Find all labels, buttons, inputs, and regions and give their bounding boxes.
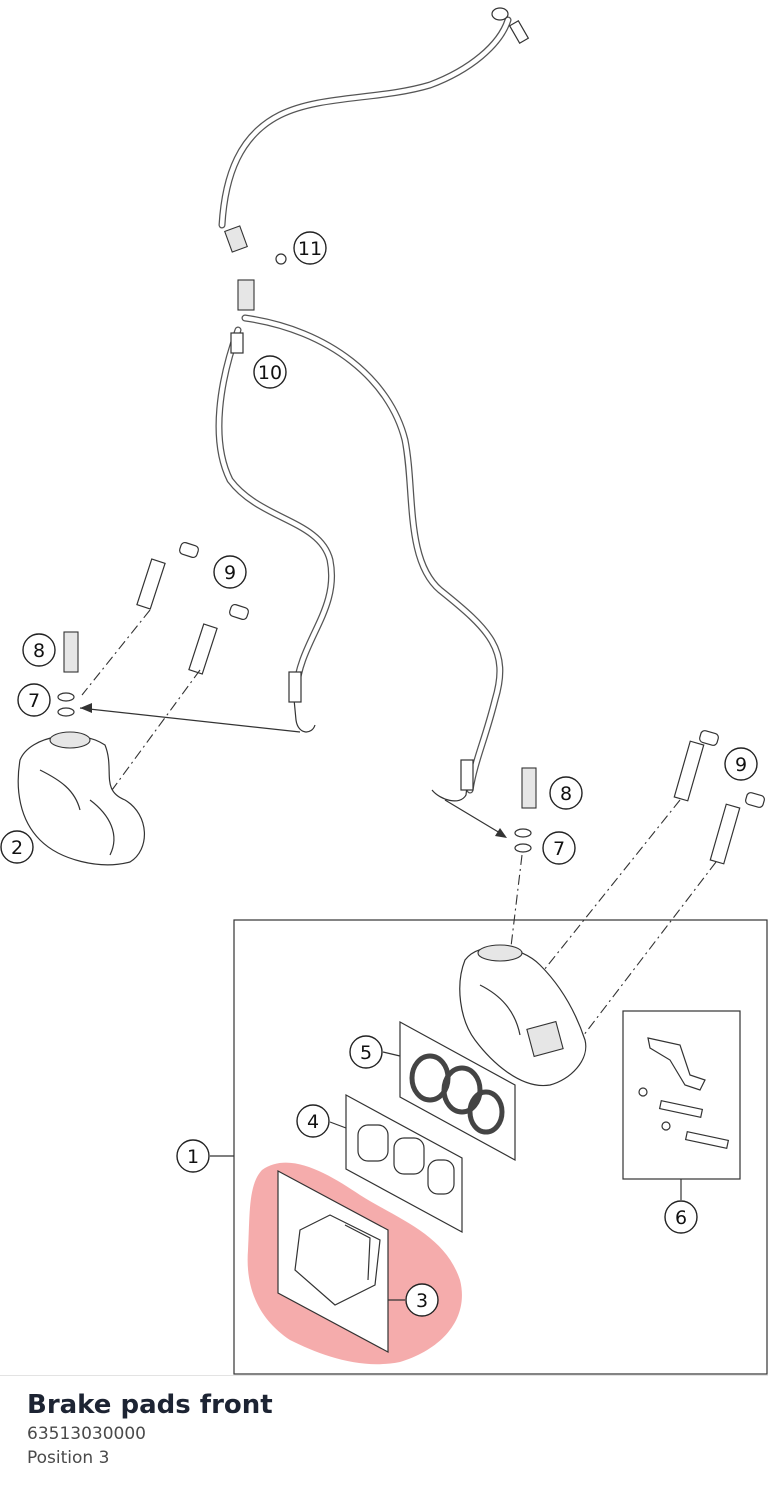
small-parts-kit [622,1010,741,1200]
piston-kit [329,1093,463,1234]
svg-text:2: 2 [11,837,23,859]
brake-caliper-left [17,731,145,866]
svg-text:9: 9 [735,754,747,776]
svg-text:7: 7 [553,838,565,860]
mounting-bolts-right [539,730,765,1041]
svg-text:9: 9 [224,562,236,584]
svg-text:8: 8 [33,640,45,662]
svg-text:11: 11 [298,238,322,260]
bleeder-screw-right [444,767,537,956]
brake-hose-assembly [215,7,530,802]
part-title: Brake pads front [27,1390,273,1420]
callout-7-left[interactable]: 7 [17,683,51,717]
brake-caliper-kit-frame [233,919,768,1375]
svg-text:1: 1 [187,1146,199,1168]
callout-5[interactable]: 5 [349,1035,383,1069]
mounting-bolts-left [81,541,249,791]
svg-text:3: 3 [416,1290,428,1312]
exploded-parts-diagram: 11 10 9 8 7 2 9 8 7 5 4 1 6 3 [0,7,768,1375]
part-position: Position 3 [27,1448,110,1468]
callout-8-left[interactable]: 8 [22,633,56,667]
callout-7-right[interactable]: 7 [542,831,576,865]
brake-caliper-right [459,944,587,1087]
callout-10[interactable]: 10 [253,355,287,389]
callout-9-right[interactable]: 9 [724,747,758,781]
callout-6[interactable]: 6 [664,1200,698,1234]
part-info-panel: Brake pads front 63513030000 Position 3 [27,1388,273,1470]
callout-11[interactable]: 11 [293,231,327,265]
callout-9-left[interactable]: 9 [213,555,247,589]
callout-8-right[interactable]: 8 [549,776,583,810]
bleeder-screw-left [57,631,301,733]
callout-1[interactable]: 1 [176,1139,210,1173]
divider [0,1375,768,1376]
svg-text:8: 8 [560,783,572,805]
svg-text:4: 4 [307,1111,319,1133]
svg-text:5: 5 [360,1042,372,1064]
callout-3[interactable]: 3 [405,1283,439,1317]
svg-text:6: 6 [675,1207,687,1229]
svg-text:10: 10 [258,362,282,384]
part-number: 63513030000 [27,1424,146,1444]
seal-kit [382,1020,516,1162]
brake-pads-highlight[interactable] [247,1162,462,1365]
svg-text:7: 7 [28,690,40,712]
callout-2[interactable]: 2 [0,830,34,864]
callout-4[interactable]: 4 [296,1104,330,1138]
